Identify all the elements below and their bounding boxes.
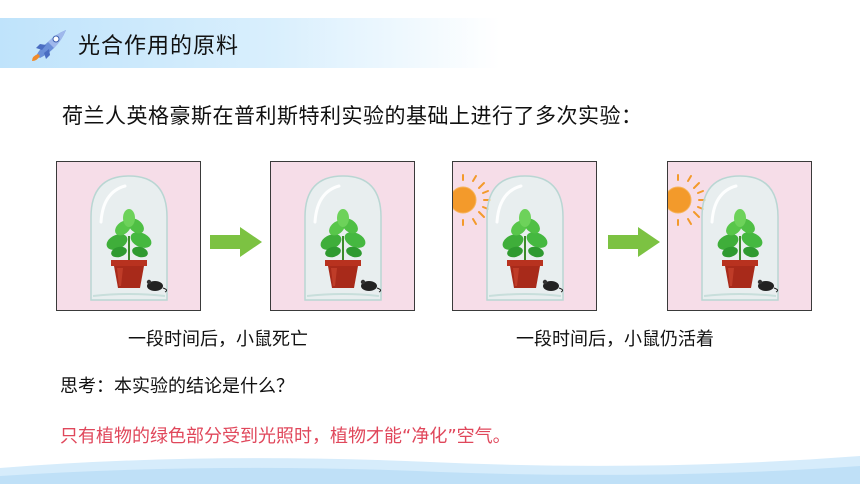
experiment-2-panel-after	[667, 161, 812, 311]
bell-jar-illustration	[303, 174, 383, 302]
sunlit-bell-jar-illustration	[453, 174, 565, 302]
sunlit-bell-jar-illustration	[668, 174, 780, 302]
intro-text: 荷兰人英格豪斯在普利斯特利实验的基础上进行了多次实验：	[62, 104, 643, 128]
sun-icon	[453, 174, 491, 226]
arrow-right-icon	[608, 227, 660, 257]
bell-jar-illustration	[89, 174, 169, 302]
experiment-2-panel-before	[452, 161, 597, 311]
answer-text: 只有植物的绿色部分受到光照时，植物才能“净化”空气。	[60, 426, 511, 447]
header-band	[0, 18, 500, 68]
experiment-1-caption: 一段时间后，小鼠死亡	[128, 329, 308, 350]
bottom-wave-decoration	[0, 456, 860, 484]
page-title: 光合作用的原料	[78, 34, 240, 59]
experiment-1-panel-after	[270, 161, 415, 311]
experiment-2-caption: 一段时间后，小鼠仍活着	[516, 329, 714, 350]
rocket-icon	[32, 30, 66, 61]
arrow-right-icon	[210, 227, 262, 257]
experiment-1-panel-before	[56, 161, 201, 311]
question-text: 思考：本实验的结论是什么？	[60, 376, 294, 397]
sun-icon	[668, 174, 706, 226]
